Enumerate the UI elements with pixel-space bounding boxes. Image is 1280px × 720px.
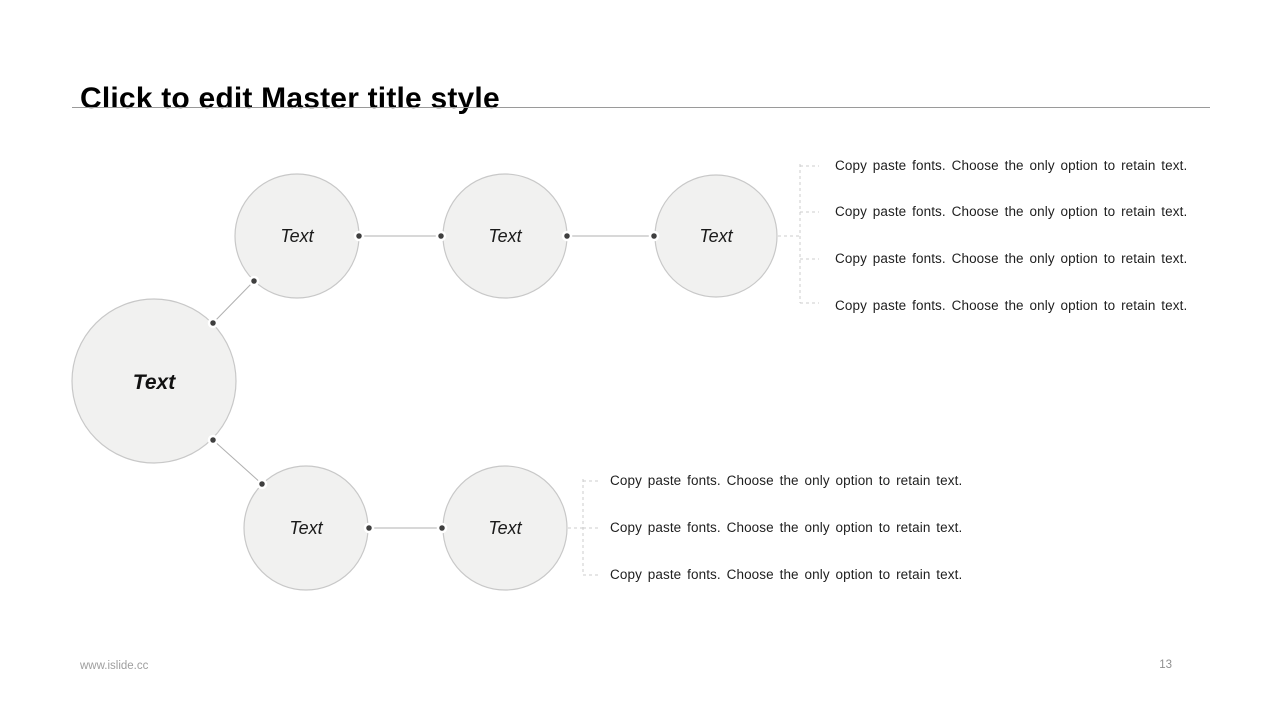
connector-dot (648, 230, 660, 242)
connector-dot (353, 230, 365, 242)
annotation-top-1[interactable]: Copy paste fonts. Choose the only option… (835, 158, 1188, 173)
slide-title[interactable]: Click to edit Master title style (80, 82, 500, 116)
node-label: Text (133, 371, 176, 394)
annotation-bottom-1[interactable]: Copy paste fonts. Choose the only option… (610, 473, 963, 488)
connector-line (212, 280, 255, 324)
title-underline (72, 107, 1210, 108)
dashed-bracket-bottom (568, 479, 601, 576)
connector-dot (248, 275, 260, 287)
footer-website: www.islide.cc (80, 660, 149, 672)
node-label: Text (488, 226, 522, 246)
connector-dot (256, 478, 268, 490)
connector-dot (207, 434, 219, 446)
center-node[interactable] (71, 298, 237, 464)
annotation-top-3[interactable]: Copy paste fonts. Choose the only option… (835, 251, 1188, 266)
node-label: Text (699, 226, 733, 246)
connector-line (212, 439, 263, 485)
connector-dot (561, 230, 573, 242)
annotation-bottom-2[interactable]: Copy paste fonts. Choose the only option… (610, 520, 963, 535)
page-number: 13 (1159, 659, 1172, 671)
node-label: Text (488, 518, 522, 538)
dashed-bracket-top (778, 164, 819, 304)
connector-dot (435, 230, 447, 242)
annotation-top-2[interactable]: Copy paste fonts. Choose the only option… (835, 204, 1188, 219)
annotation-bottom-3[interactable]: Copy paste fonts. Choose the only option… (610, 567, 963, 582)
annotation-top-4[interactable]: Copy paste fonts. Choose the only option… (835, 298, 1188, 313)
connector-dot (436, 522, 448, 534)
node-label: Text (280, 226, 314, 246)
connector-dot (363, 522, 375, 534)
connector-dot (207, 317, 219, 329)
node-label: Text (289, 518, 323, 538)
